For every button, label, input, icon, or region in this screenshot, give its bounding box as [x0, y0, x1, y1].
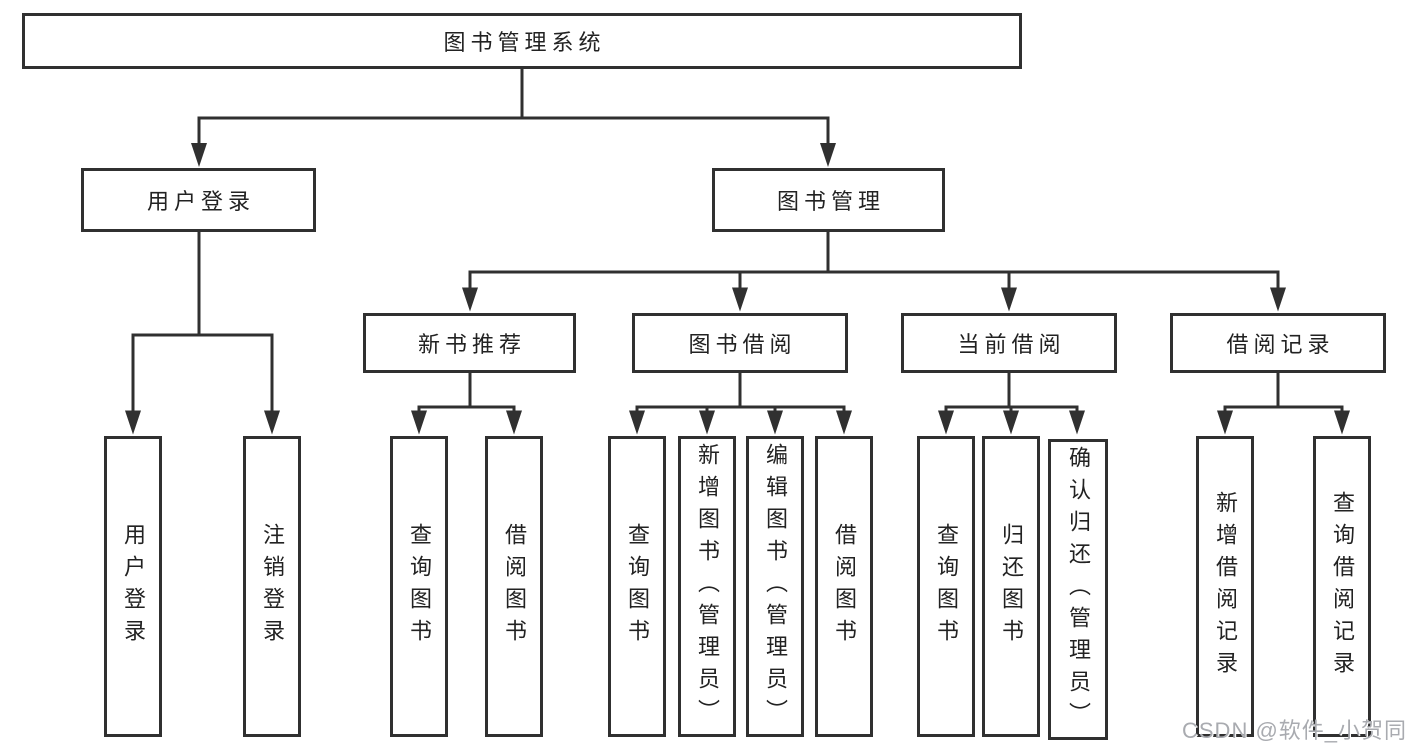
arrowhead — [938, 410, 954, 435]
arrowhead — [629, 410, 645, 435]
connector-root-to-branches — [197, 69, 830, 144]
leaf-query-books-current: 查询图书 — [917, 436, 975, 737]
node-root-library-management-system: 图书管理系统 — [22, 13, 1022, 69]
arrowhead — [506, 410, 522, 435]
csdn-watermark: CSDN @软件_小贺同学 — [1182, 718, 1405, 743]
arrowhead — [767, 410, 783, 435]
connector-borrow-records-children — [1223, 373, 1344, 411]
arrowhead — [1217, 410, 1233, 435]
arrowhead — [732, 287, 748, 312]
connector-book-borrow-children — [635, 373, 846, 411]
node-book-borrow: 图书借阅 — [632, 313, 848, 373]
leaf-edit-book-admin: 编辑图书（管理员） — [746, 436, 804, 737]
leaf-return-book: 归还图书 — [982, 436, 1040, 737]
leaf-query-books-borrow: 查询图书 — [608, 436, 666, 737]
leaf-logout-login: 注销登录 — [243, 436, 301, 737]
arrowhead — [411, 410, 427, 435]
leaf-user-login: 用户登录 — [104, 436, 162, 737]
connector-new-book-recommend-children — [417, 373, 516, 411]
arrowhead — [1003, 410, 1019, 435]
arrowhead — [699, 410, 715, 435]
node-user-login-branch: 用户登录 — [81, 168, 316, 232]
arrowhead — [191, 143, 207, 167]
connector-user-login-children — [131, 232, 274, 411]
arrowhead — [1069, 410, 1085, 435]
node-borrow-records: 借阅记录 — [1170, 313, 1386, 373]
leaf-add-borrow-record: 新增借阅记录 — [1196, 436, 1254, 737]
leaf-add-book-admin: 新增图书（管理员） — [678, 436, 736, 737]
arrowhead — [1334, 410, 1350, 435]
leaf-borrow-books: 借阅图书 — [815, 436, 873, 737]
arrowhead — [1270, 287, 1286, 312]
node-new-book-recommend: 新书推荐 — [363, 313, 576, 373]
leaf-query-books-recommend: 查询图书 — [390, 436, 448, 737]
arrowhead — [820, 143, 836, 167]
connector-current-borrow-children — [944, 373, 1079, 411]
leaf-borrow-books-recommend: 借阅图书 — [485, 436, 543, 737]
node-current-borrow: 当前借阅 — [901, 313, 1117, 373]
leaf-confirm-return-admin: 确认归还（管理员） — [1048, 439, 1108, 740]
arrowhead — [125, 410, 141, 435]
node-book-management-branch: 图书管理 — [712, 168, 945, 232]
arrowhead — [836, 410, 852, 435]
arrowhead — [462, 287, 478, 312]
arrowhead — [1001, 287, 1017, 312]
arrowhead — [264, 410, 280, 435]
connector-book-management-children — [468, 232, 1280, 288]
leaf-query-borrow-record: 查询借阅记录 — [1313, 436, 1371, 737]
